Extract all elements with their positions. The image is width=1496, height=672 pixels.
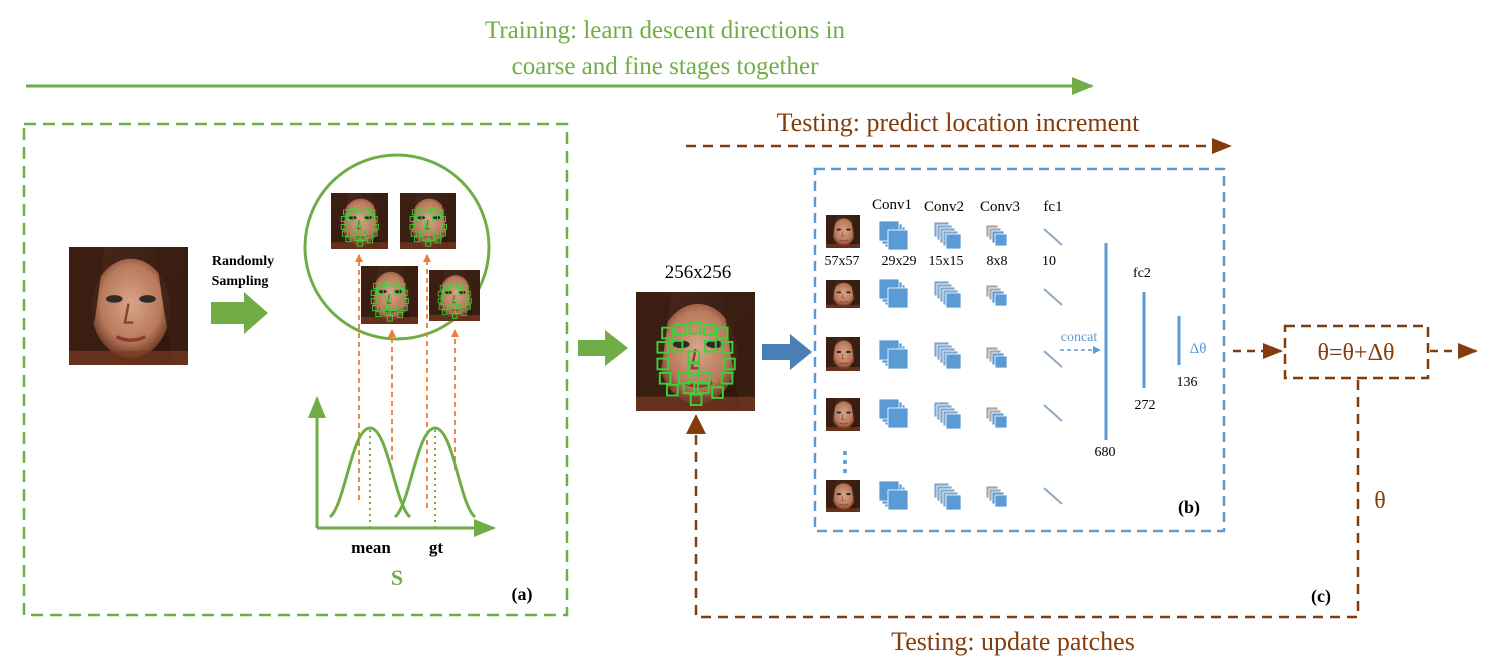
fc2-header: fc2 [1133,266,1151,281]
sample-face-4 [429,270,480,321]
input-face-image [69,247,188,365]
to-network-arrow [762,334,812,370]
rows-ellipsis: ⋮ [832,447,858,476]
sample-face-2 [400,193,456,249]
fc1-size-label: 10 [1042,254,1056,269]
conv2-size-label: 15x15 [929,254,964,269]
testing-top-label: Testing: predict location increment [777,108,1141,137]
sample-face-3 [361,266,418,324]
to-center-arrow [578,330,628,366]
patch-row-1 [826,215,1062,250]
gt-label: gt [429,538,444,557]
panel-b-frame [815,169,1224,531]
sampling-arrow [211,292,268,334]
patch-row-3 [826,337,1062,371]
distribution-plot [317,398,494,528]
update-formula: θ=θ+Δθ [1318,340,1395,366]
input-size-label: 57x57 [825,254,860,269]
output-dim-label: 136 [1177,375,1198,390]
feedback-loop-line [696,380,1358,617]
center-size-label: 256x256 [665,262,732,283]
theta-feedback-label: θ [1374,488,1386,514]
panel-c-label: (c) [1311,586,1331,607]
conv1-header: Conv1 [872,197,912,213]
mean-label: mean [351,538,391,557]
conv3-header: Conv3 [980,199,1020,215]
conv2-header: Conv2 [924,199,964,215]
patch-row-2 [826,279,1062,308]
panel-a-label: (a) [512,584,533,605]
center-face-image [636,292,755,411]
panel-b-label: (b) [1178,497,1200,518]
randomly-label: Randomly [212,254,274,269]
patch-row-4 [826,398,1062,431]
feedback-arrowhead [686,414,706,434]
sample-face-1 [331,193,388,249]
training-title-line2: coarse and fine stages together [512,53,819,80]
fc1-header: fc1 [1043,199,1062,215]
concat-dim-label: 680 [1095,445,1116,460]
fc2-dim-label: 272 [1135,398,1156,413]
s-label: S [391,565,403,590]
patch-row-5 [826,480,1062,512]
delta-theta-label: Δθ [1190,341,1207,357]
concat-label: concat [1061,330,1098,345]
training-title-line1: Training: learn descent directions in [485,17,846,44]
sampling-label: Sampling [212,274,269,289]
conv3-size-label: 8x8 [987,254,1008,269]
testing-bottom-label: Testing: update patches [891,627,1135,656]
panel-a-frame [24,124,567,615]
conv1-size-label: 29x29 [882,254,917,269]
